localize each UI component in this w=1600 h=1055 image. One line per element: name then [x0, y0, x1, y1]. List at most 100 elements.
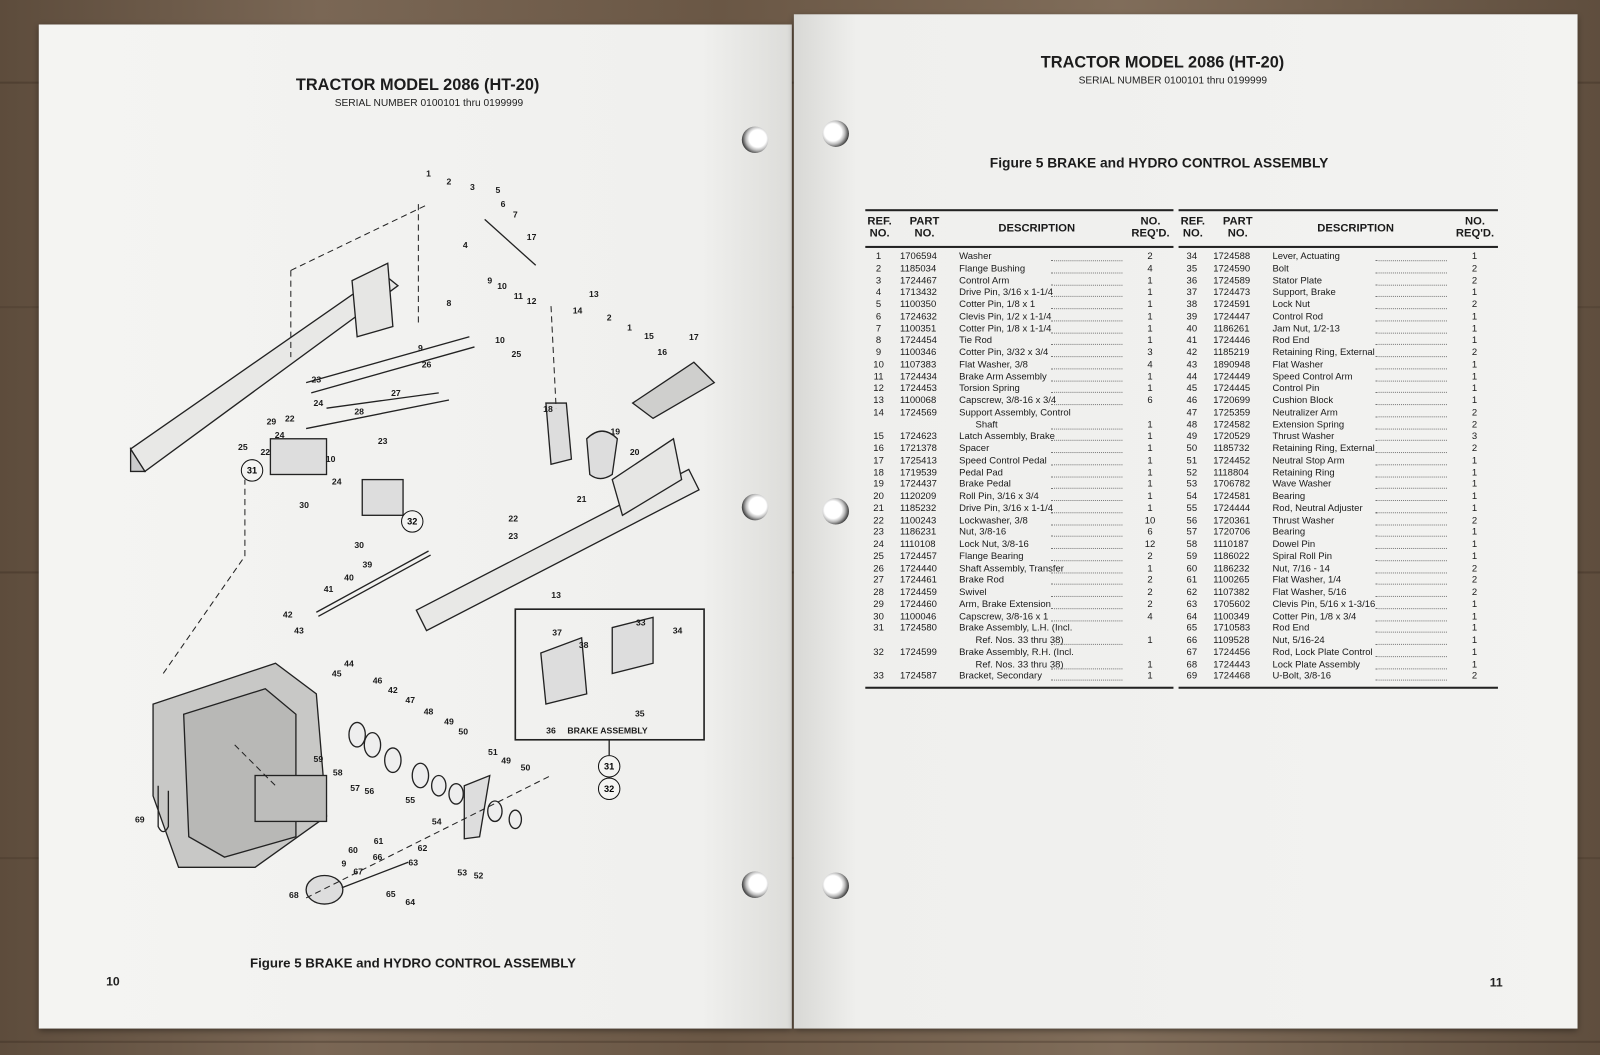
binder-hole — [741, 126, 769, 154]
cell-desc: Control Arm — [959, 274, 1010, 286]
cell-part: 1720529 — [1213, 430, 1251, 442]
callout-number: 9 — [417, 342, 423, 354]
cell-qty: 2 — [1471, 346, 1478, 358]
callout-number: 15 — [644, 330, 654, 341]
cell-desc: Rod End — [1272, 334, 1310, 346]
cell-qty: 1 — [1147, 370, 1153, 382]
cell-part: 1185732 — [1213, 442, 1250, 454]
cell-ref: 36 — [1186, 274, 1198, 286]
callout-number: 56 — [364, 785, 375, 796]
cell-qty: 3 — [1147, 346, 1153, 358]
callout-number: 69 — [134, 814, 145, 825]
callout-number: 26 — [421, 359, 432, 370]
cell-desc: Capscrew, 3/8-16 x 1 — [959, 610, 1049, 621]
cell-desc: Neutral Stop Arm — [1272, 454, 1345, 466]
page-number-right: 11 — [1489, 975, 1503, 990]
cell-desc: Retaining Ring, External — [1272, 346, 1375, 358]
callout-number: 42 — [388, 684, 398, 695]
header-qty: NO. REQ'D. — [1131, 215, 1170, 240]
cell-part: 1706782 — [1213, 478, 1251, 490]
callout-number: 22 — [508, 513, 519, 524]
cell-qty: 1 — [1471, 526, 1478, 537]
cell-desc: Cotter Pin, 1/8 x 3/4 — [1272, 610, 1357, 621]
cell-ref: 49 — [1186, 430, 1198, 442]
callout-number: 11 — [513, 290, 523, 302]
cell-part: 1724440 — [899, 562, 937, 573]
cell-part: 1724591 — [1213, 298, 1251, 310]
header-ref: REF. NO. — [1180, 215, 1206, 240]
cell-ref: 16 — [873, 442, 884, 454]
callout-number: 34 — [672, 625, 683, 636]
cell-desc: Cotter Pin, 1/8 x 1 — [959, 298, 1036, 310]
right-page — [793, 14, 1578, 1029]
inset-ref-32: 32 — [597, 777, 621, 800]
callout-number: 25 — [511, 348, 522, 360]
callout-number: 29 — [266, 416, 277, 427]
dot-leader — [1051, 294, 1123, 298]
callout-number: 10 — [325, 454, 336, 465]
dot-leader — [1375, 534, 1447, 537]
cell-qty: 2 — [1471, 586, 1478, 597]
callout-number: 14 — [572, 305, 583, 316]
cell-ref: 39 — [1186, 310, 1198, 322]
dot-leader — [1375, 462, 1447, 466]
cell-ref: 3 — [875, 274, 882, 286]
binder-hole — [822, 872, 849, 899]
inset-label: BRAKE ASSEMBLY — [567, 725, 648, 736]
cell-ref: 58 — [1186, 538, 1198, 549]
cell-desc: Brake Arm Assembly — [959, 370, 1047, 382]
callout-number: 49 — [501, 755, 511, 766]
cell-ref: 62 — [1186, 586, 1198, 597]
cell-ref: 33 — [873, 670, 884, 681]
exploded-parts-diagram — [129, 203, 716, 905]
cell-part: 1724452 — [1213, 454, 1251, 466]
dot-leader — [1375, 402, 1447, 406]
callout-number: 7 — [512, 209, 518, 220]
dot-leader — [1051, 606, 1123, 609]
left-page-title: TRACTOR MODEL 2086 (HT-20) — [295, 76, 540, 94]
cell-desc: Lock Nut — [1272, 298, 1310, 310]
binder-hole — [822, 120, 849, 147]
cell-part: 1185232 — [899, 502, 937, 514]
dot-leader — [1051, 378, 1123, 382]
cell-desc: Thrust Washer — [1272, 430, 1335, 442]
header-part: PART NO. — [1222, 215, 1253, 240]
cell-part: 1724623 — [899, 430, 937, 442]
cell-qty: 1 — [1147, 322, 1153, 334]
cell-ref: 45 — [1186, 382, 1198, 394]
cell-qty: 1 — [1471, 334, 1478, 346]
cell-ref: 59 — [1186, 550, 1198, 561]
dot-leader — [1375, 666, 1447, 669]
binder-hole — [741, 493, 769, 521]
cell-qty: 2 — [1147, 598, 1153, 609]
cell-ref: 55 — [1186, 502, 1198, 514]
cell-desc: Speed Control Pedal — [959, 454, 1047, 466]
cell-qty: 2 — [1147, 586, 1153, 597]
cell-part: 1109528 — [1213, 634, 1250, 645]
cell-desc: Retaining Ring — [1272, 466, 1335, 478]
callout-number: 51 — [488, 746, 498, 758]
cell-part: 1724587 — [899, 670, 937, 681]
cell-qty: 2 — [1471, 562, 1478, 573]
cell-ref: 25 — [873, 550, 884, 561]
cell-ref: 28 — [873, 586, 884, 597]
callout-number: 8 — [446, 297, 452, 309]
table-bottom-rule — [865, 686, 1174, 689]
